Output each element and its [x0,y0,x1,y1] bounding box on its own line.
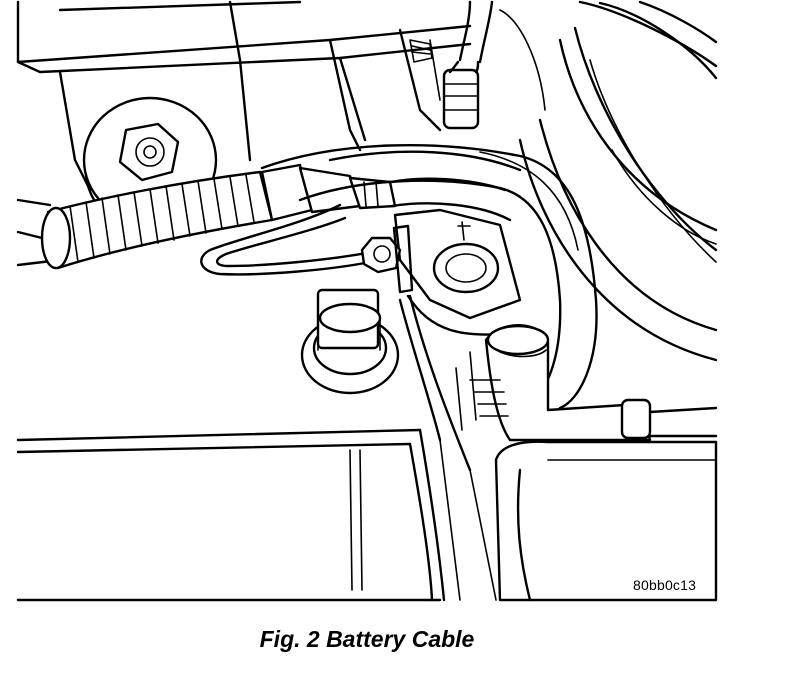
lower-right-housing [469,440,718,602]
strut-tower [518,0,718,362]
battery-post [300,288,400,395]
battery-cable [260,144,598,410]
cable-elbow [455,324,718,442]
ground-wire [200,203,374,276]
figure-caption: Fig. 2 Battery Cable [259,626,475,652]
upper-wire-connector [409,0,494,130]
battery-terminal-clamp [360,208,522,336]
figure-code: 80bb0c13 [633,577,697,593]
battery-body [16,294,472,602]
cowl-rail [16,0,546,192]
